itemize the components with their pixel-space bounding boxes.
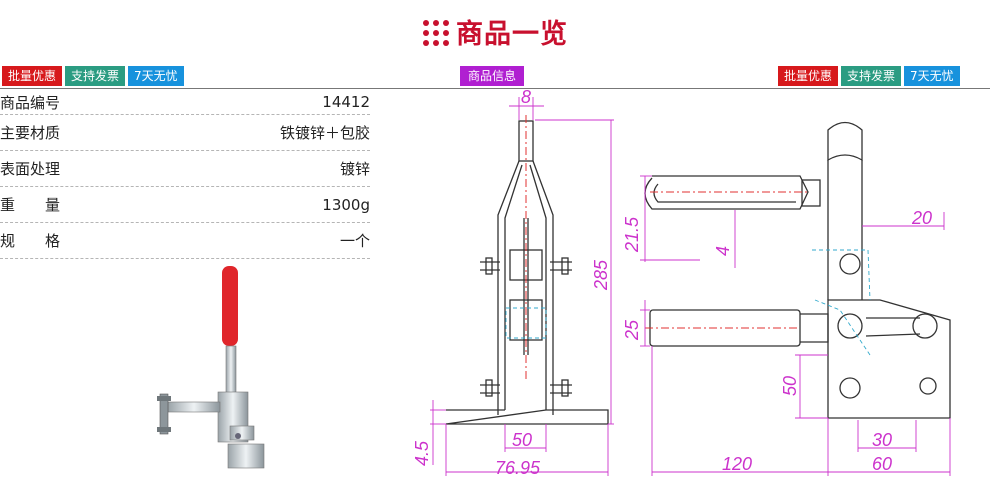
spec-value: 1300g [322,195,370,214]
badge-7day-worry-free[interactable]: 7天无忧 [128,66,184,86]
dim-4: 4 [713,246,733,256]
product-photo [157,266,265,469]
spec-label: 重 量 [0,196,61,214]
badges-left: 批量优惠 支持发票 7天无忧 [2,66,184,86]
dim-60: 60 [872,454,892,474]
dim-50-vertical: 50 [780,376,800,396]
badge-product-info[interactable]: 商品信息 [460,66,525,86]
dots-icon [423,20,449,46]
badge-bulk-discount-right[interactable]: 批量优惠 [778,66,839,86]
badge-invoice[interactable]: 支持发票 [65,66,126,86]
red-handle-grip [222,266,238,346]
spec-label: 商品编号 [0,93,61,112]
spec-row: 规 格 一个 [0,223,370,259]
dim-20: 20 [911,208,932,228]
dim-50: 50 [512,430,532,450]
spec-table: 商品编号 14412 主要材质 铁镀锌＋包胶 表面处理 镀锌 重 量 1300g… [0,90,370,259]
spec-value: 镀锌 [339,160,370,178]
header-divider [0,88,990,89]
badges-right: 批量优惠 支持发票 7天无忧 [778,66,960,86]
badge-bulk-discount[interactable]: 批量优惠 [2,66,63,86]
spec-row: 表面处理 镀锌 [0,151,370,187]
dim-21-5: 21.5 [622,216,642,253]
dim-25: 25 [622,319,642,341]
dim-30: 30 [872,430,892,450]
spec-row: 重 量 1300g [0,187,370,223]
spec-label: 规 格 [0,232,61,250]
spec-label: 主要材质 [0,124,61,142]
badge-7day-worry-free-right[interactable]: 7天无忧 [904,66,960,86]
spec-row: 主要材质 铁镀锌＋包胶 [0,115,370,151]
dim-4-5: 4.5 [412,440,432,466]
spec-label: 表面处理 [0,160,61,178]
dimension-drawing: 8 285 4.5 50 76.95 21.5 4 20 25 50 120 3… [412,88,951,478]
page-title-text: 商品一览 [456,19,568,50]
spec-value: 一个 [339,232,370,250]
page-title: 商品一览 [0,12,990,51]
dim-120: 120 [722,454,752,474]
dim-8: 8 [521,88,531,107]
spec-value: 14412 [322,93,370,111]
dim-285: 285 [591,259,611,291]
badge-invoice-right[interactable]: 支持发票 [841,66,902,86]
spec-value: 铁镀锌＋包胶 [279,124,370,142]
spec-row: 商品编号 14412 [0,90,370,115]
dim-76-95: 76.95 [495,458,541,478]
